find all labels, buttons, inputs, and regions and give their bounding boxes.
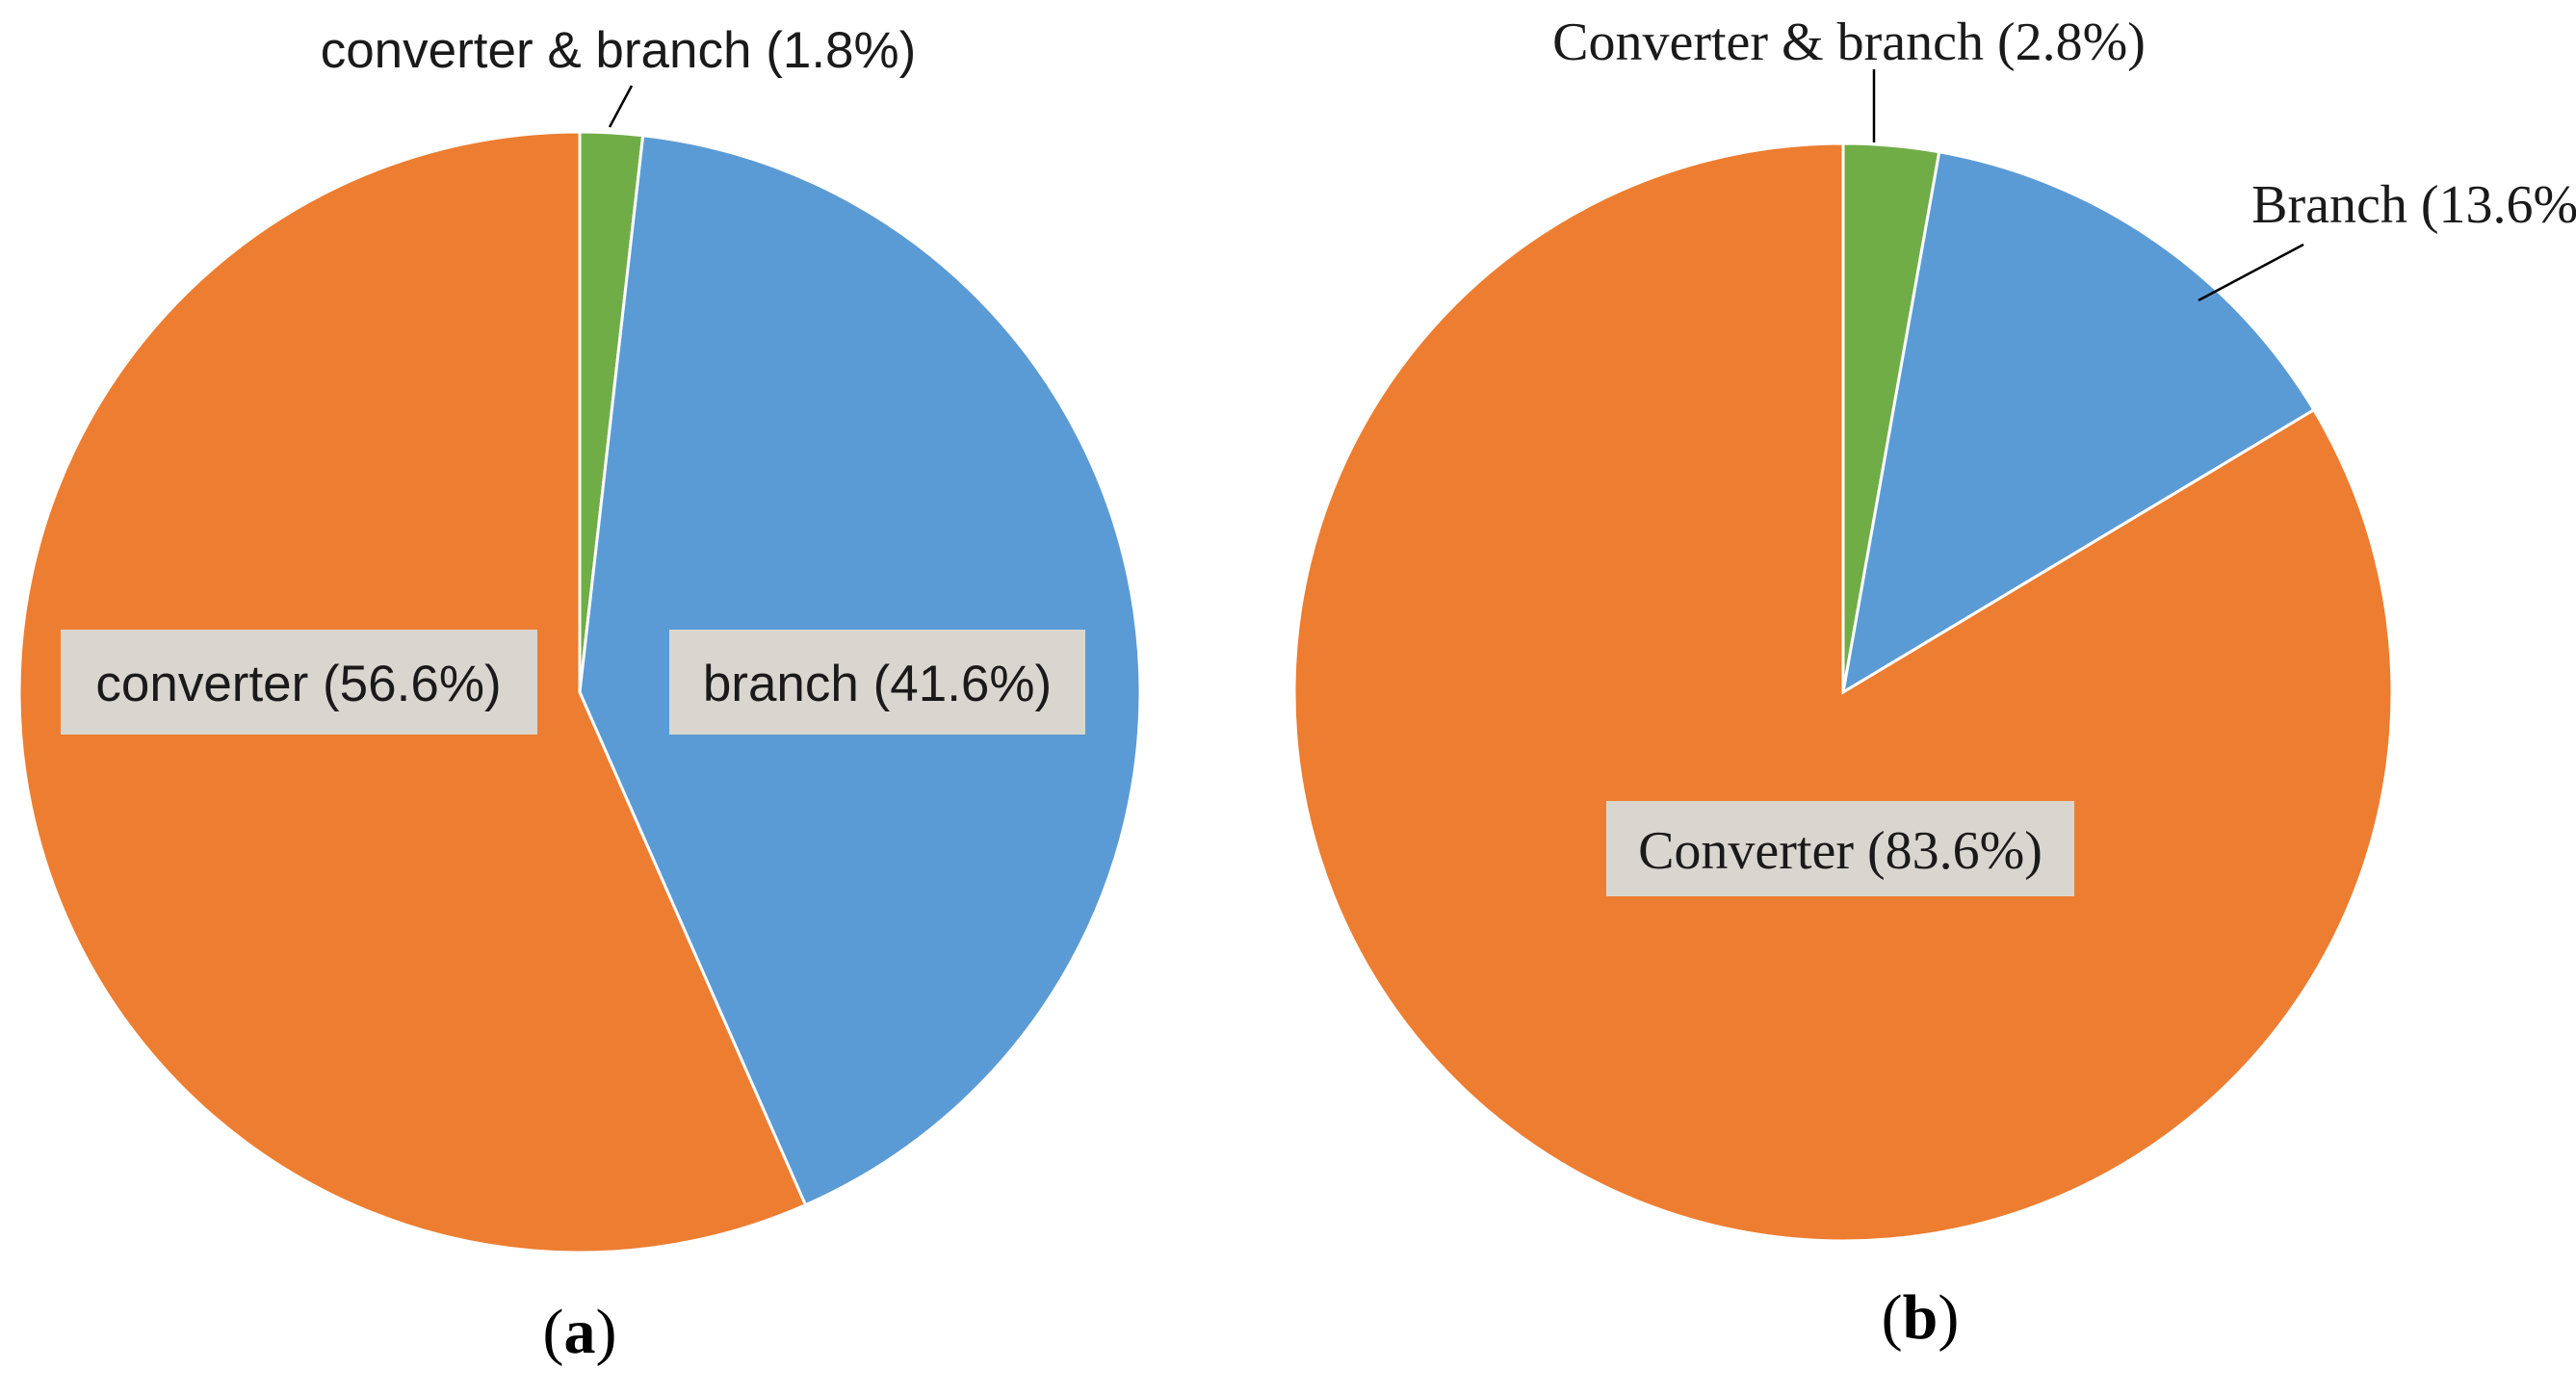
pie-b-label-converter: Converter (83.6%) — [1638, 821, 2043, 881]
pie-a-label-box-branch — [669, 630, 1085, 735]
pie-a-label-converter-branch: converter & branch (1.8%) — [321, 22, 917, 79]
panel-a-caption: (a) — [543, 1297, 617, 1367]
pie-a-label-box-converter — [61, 630, 537, 735]
pie-b-leader-branch — [2198, 243, 2304, 302]
pie-a-leader-converter-branch — [608, 85, 634, 128]
pie-b-label-converter-branch: Converter & branch (2.8%) — [1552, 13, 2146, 72]
pie-a-label-branch: branch (41.6%) — [703, 656, 1052, 712]
pie-b-slices — [1292, 142, 2394, 1243]
pie-chart-b: Converter & branch (2.8%) Branch (13.6%)… — [1292, 13, 2576, 1353]
pie-a-label-converter: converter (56.6%) — [95, 656, 501, 712]
pie-b-slice-branch — [1840, 150, 2316, 695]
panel-b-caption: (b) — [1882, 1282, 1960, 1353]
pie-b-label-box-converter — [1606, 801, 2074, 896]
pie-chart-a: converter & branch (1.8%) converter (56.… — [17, 22, 1142, 1367]
pie-b-slice-converter — [1292, 142, 2394, 1243]
pie-b-label-branch: Branch (13.6%) — [2251, 175, 2576, 235]
